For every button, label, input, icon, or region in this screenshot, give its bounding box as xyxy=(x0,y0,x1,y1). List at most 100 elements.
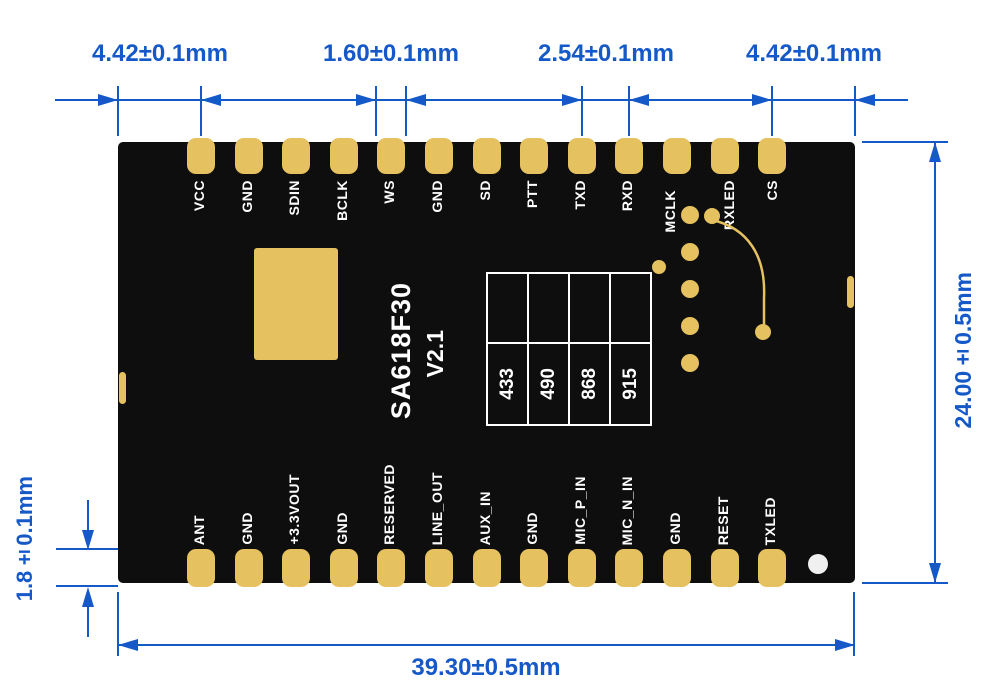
via-dot xyxy=(652,260,666,274)
bottom-pad xyxy=(425,549,453,587)
frequency-option-cell xyxy=(610,273,651,343)
top-pin-label: SD xyxy=(477,180,493,201)
dim-right-line xyxy=(934,142,936,583)
dim-arrow-icon xyxy=(406,94,426,106)
module-version: V2.1 xyxy=(422,330,448,378)
top-pin-label: TXD xyxy=(572,180,588,210)
dim-top-line xyxy=(55,99,908,101)
bottom-pad xyxy=(568,549,596,587)
top-pin-label: MCLK xyxy=(662,190,678,233)
bottom-pin-label: GND xyxy=(667,512,683,545)
top-pad xyxy=(473,138,501,174)
dim-tick xyxy=(200,86,202,136)
via-dot xyxy=(681,280,699,298)
top-pad xyxy=(520,138,548,174)
bottom-pin-label: GND xyxy=(334,512,350,545)
dim-arrow-icon xyxy=(929,142,941,162)
bottom-pin-label: GND xyxy=(239,512,255,545)
bottom-pin-label: +3.3VOUT xyxy=(286,474,302,545)
via-dot xyxy=(704,208,720,224)
dim-arrow-icon xyxy=(629,94,649,106)
top-pad xyxy=(568,138,596,174)
frequency-value: 490 xyxy=(537,368,559,400)
frequency-option-cell xyxy=(487,273,528,343)
dim-arrow-icon xyxy=(201,94,221,106)
bottom-pad xyxy=(520,549,548,587)
top-pin-label: GND xyxy=(429,180,445,213)
top-pad xyxy=(235,138,263,174)
dim-ext-line xyxy=(862,141,948,143)
dim-label-left: 1.8±0.1mm xyxy=(12,476,37,602)
bottom-pad xyxy=(615,549,643,587)
dim-arrow-icon xyxy=(562,94,582,106)
dim-arrow-icon xyxy=(929,563,941,583)
via-dot xyxy=(681,317,699,335)
dim-label-top-2: 2.54±0.1mm xyxy=(538,40,674,67)
dim-label-bottom: 39.30±0.5mm xyxy=(411,654,561,681)
frequency-table: 433 490 868 915 xyxy=(486,272,652,426)
via-dot xyxy=(681,354,699,372)
dim-ext-line xyxy=(117,592,119,656)
bottom-pad xyxy=(758,549,786,587)
dim-label-top-0: 4.42±0.1mm xyxy=(92,40,228,67)
dim-arrow-icon xyxy=(82,587,94,607)
dim-arrow-icon xyxy=(835,639,855,651)
via-dot xyxy=(681,243,699,261)
frequency-value-cell: 868 xyxy=(569,343,610,425)
top-pin-label: PTT xyxy=(524,180,540,208)
dim-shaft xyxy=(87,607,89,637)
bottom-pad xyxy=(187,549,215,587)
dim-ext-line xyxy=(853,592,855,656)
top-pad xyxy=(758,138,786,174)
top-pin-label: BCLK xyxy=(334,180,350,221)
frequency-value-cell: 915 xyxy=(610,343,651,425)
edge-pad-right xyxy=(847,276,854,308)
module-name: SA618F30 xyxy=(386,282,416,420)
edge-pad-left xyxy=(119,372,126,404)
top-pad xyxy=(615,138,643,174)
top-pin-label: CS xyxy=(764,180,780,201)
top-pad xyxy=(711,138,739,174)
bottom-pad xyxy=(473,549,501,587)
bottom-pin-label: MIC_N_IN xyxy=(619,475,635,545)
frequency-value-cell: 433 xyxy=(487,343,528,425)
top-pin-label: RXLED xyxy=(721,180,737,230)
top-pad xyxy=(663,138,691,174)
dim-tick xyxy=(405,86,407,136)
dim-tick xyxy=(854,86,856,136)
dim-tick xyxy=(581,86,583,136)
bottom-pin-label: MIC_P_IN xyxy=(572,476,588,545)
bottom-pin-label: RESERVED xyxy=(381,464,397,545)
top-pin-label: RXD xyxy=(619,180,635,212)
dim-arrow-icon xyxy=(752,94,772,106)
frequency-value: 915 xyxy=(619,368,641,400)
dim-tick xyxy=(771,86,773,136)
top-pad xyxy=(187,138,215,174)
top-pad xyxy=(425,138,453,174)
dim-label-top-1: 1.60±0.1mm xyxy=(323,40,459,67)
bottom-pad xyxy=(711,549,739,587)
via-dot xyxy=(755,324,771,340)
dim-shaft xyxy=(87,500,89,530)
bottom-pad xyxy=(330,549,358,587)
via-dot xyxy=(681,206,699,224)
dim-tick xyxy=(628,86,630,136)
bottom-pin-label: TXLED xyxy=(762,496,778,545)
top-pad xyxy=(330,138,358,174)
bottom-pad xyxy=(282,549,310,587)
bottom-pin-label: LINE_OUT xyxy=(429,471,445,545)
dim-arrow-icon xyxy=(855,94,875,106)
top-pin-label: VCC xyxy=(191,180,207,212)
top-pin-label: SDIN xyxy=(286,180,302,216)
frequency-option-cell xyxy=(569,273,610,343)
top-pad xyxy=(377,138,405,174)
top-pin-label: WS xyxy=(381,180,397,204)
frequency-option-cell xyxy=(528,273,569,343)
dim-label-right: 24.00±0.5mm xyxy=(950,272,976,429)
bottom-pin-label: RESET xyxy=(715,495,731,545)
dim-tick xyxy=(375,86,377,136)
bottom-pin-label: ANT xyxy=(191,514,207,545)
frequency-value: 433 xyxy=(496,368,518,400)
dim-arrow-icon xyxy=(82,530,94,550)
